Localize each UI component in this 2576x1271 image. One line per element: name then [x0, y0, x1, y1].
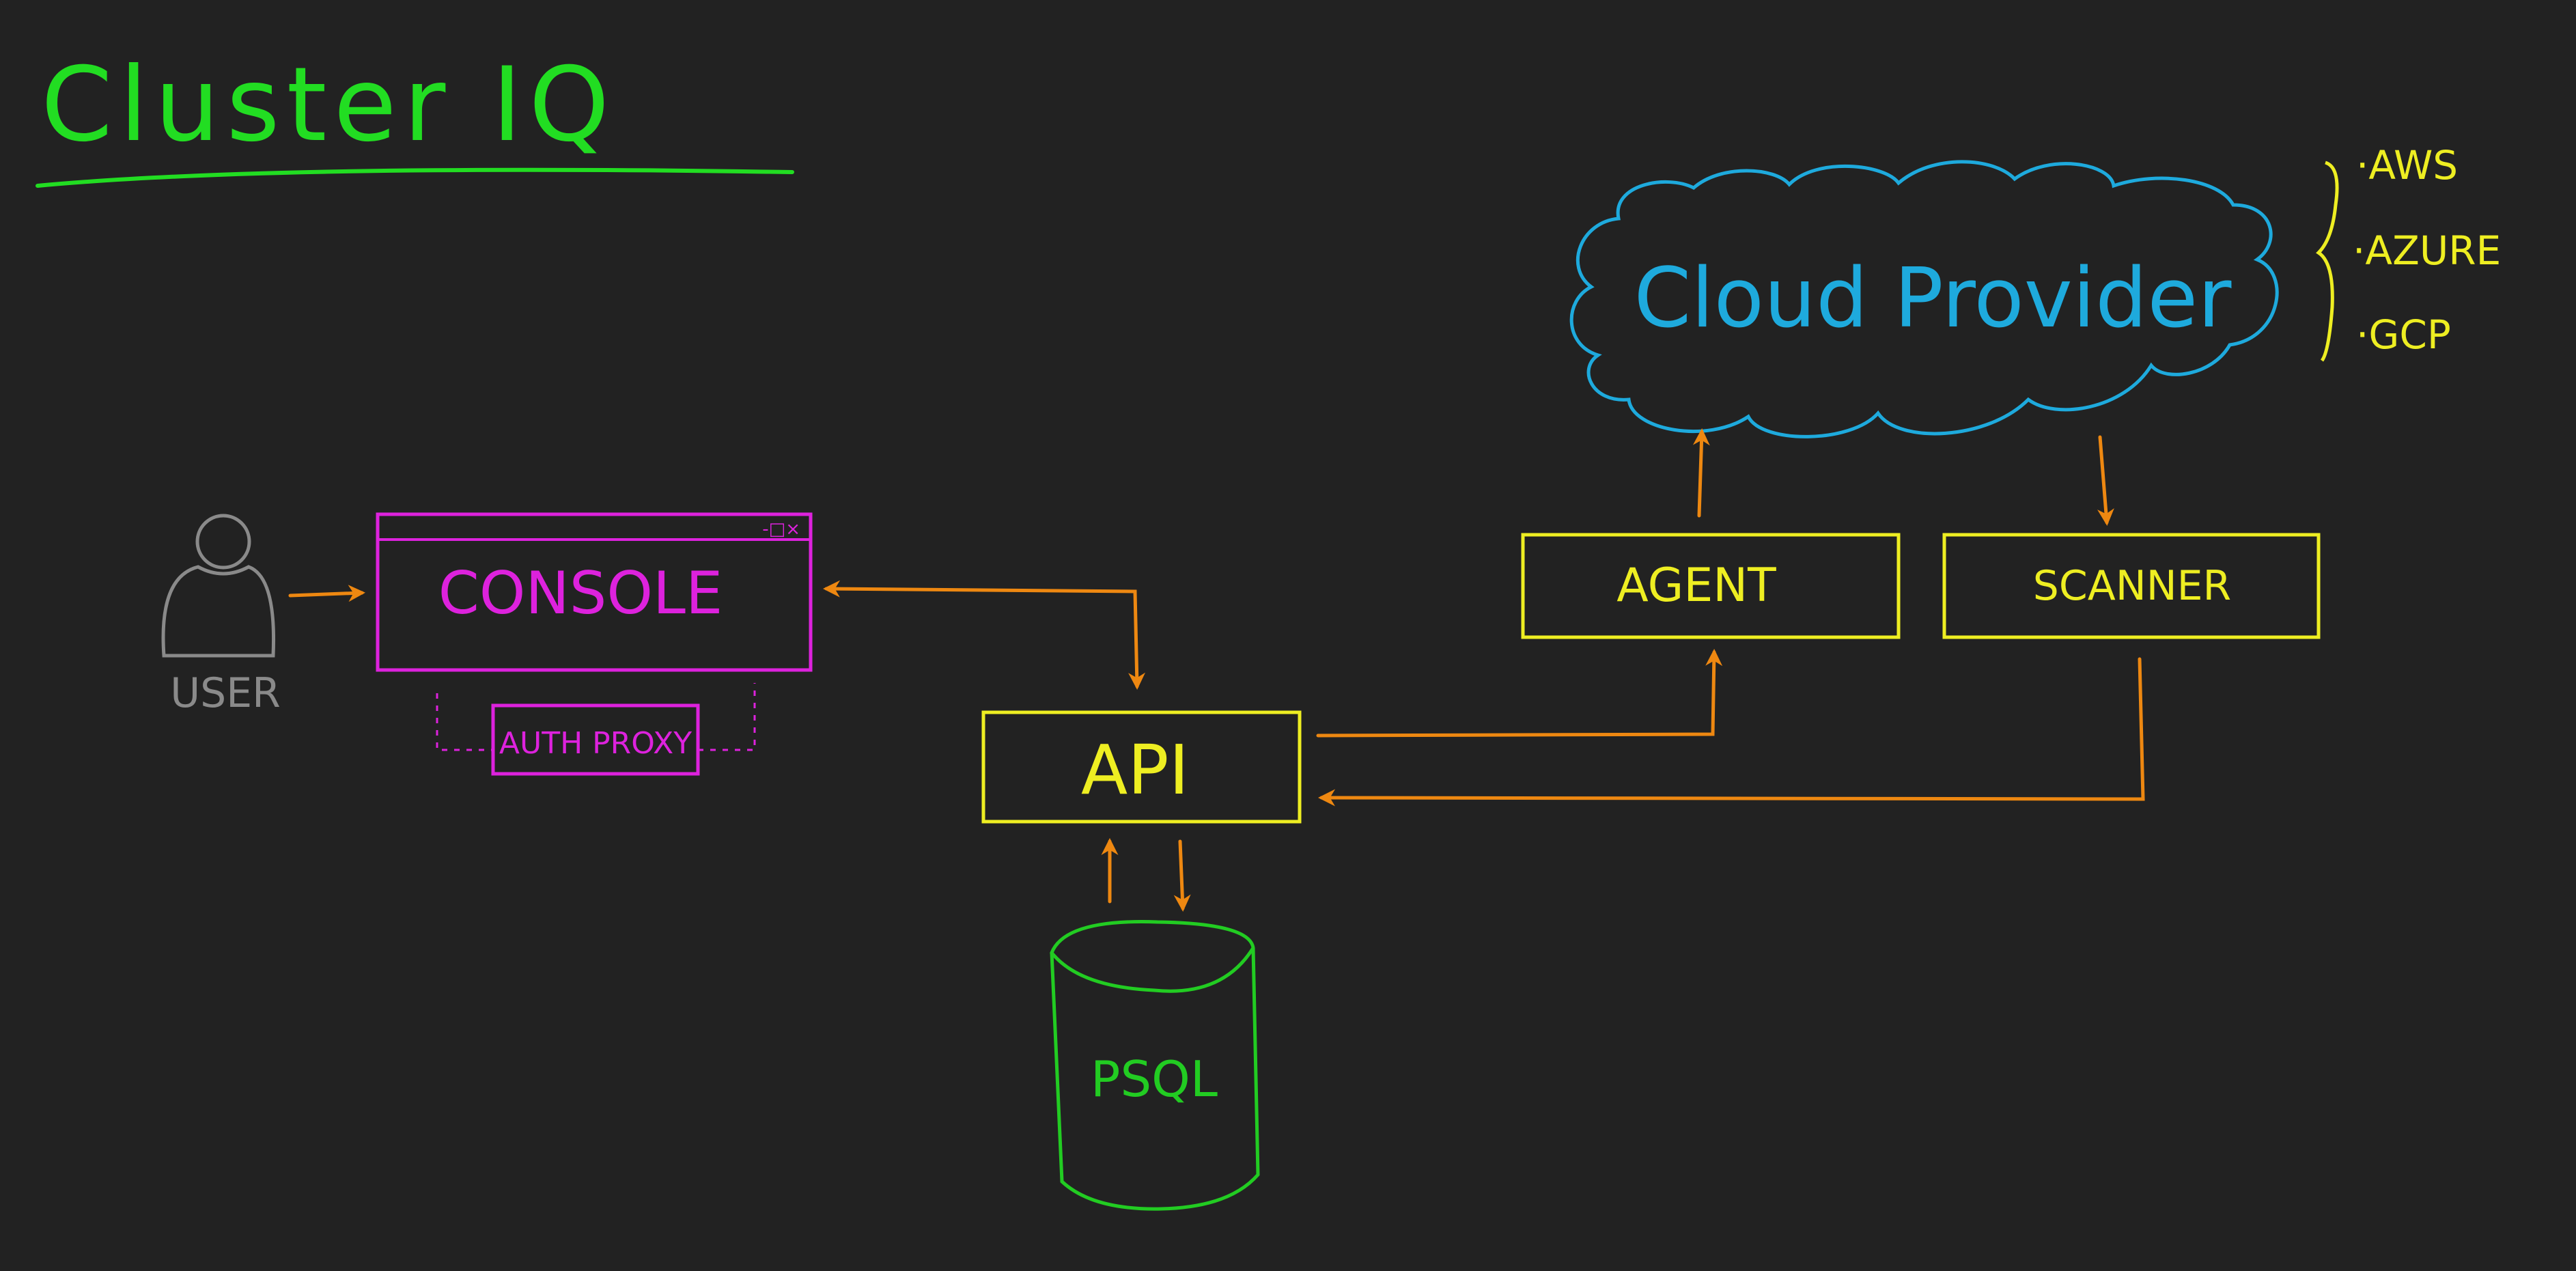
auth-proxy-label: AUTH PROXY — [499, 726, 692, 761]
scanner-label: SCANNER — [2033, 562, 2231, 610]
auth-proxy-box — [491, 703, 700, 776]
agent-node: AGENT — [1521, 533, 1901, 639]
arrow-cloud-to-scanner — [2097, 435, 2114, 526]
arrow-console-api — [823, 580, 1146, 690]
curly-brace-icon — [2316, 160, 2339, 362]
providers-group: ·AWS ·AZURE ·GCP — [2316, 142, 2501, 362]
scanner-node: SCANNER — [1942, 533, 2321, 639]
window-controls-icon: -□× — [762, 519, 800, 540]
provider-gcp: ·GCP — [2356, 311, 2451, 358]
auth-proxy-connector — [436, 683, 756, 751]
cloud-label: Cloud Provider — [1634, 251, 2232, 346]
auth-proxy-node: AUTH PROXY — [436, 683, 756, 776]
api-label: API — [1081, 730, 1189, 810]
person-icon — [161, 514, 275, 658]
api-node: API — [981, 710, 1302, 824]
user-node: USER — [161, 514, 281, 717]
arrow-api-to-psql — [1173, 839, 1191, 912]
arrow-api-to-agent — [1316, 649, 1723, 738]
psql-label: PSQL — [1091, 1050, 1218, 1108]
user-label: USER — [170, 669, 281, 717]
provider-azure: ·AZURE — [2353, 227, 2501, 274]
agent-label: AGENT — [1616, 559, 1776, 613]
console-node: -□× CONSOLE — [376, 512, 813, 672]
provider-aws: ·AWS — [2356, 142, 2458, 188]
title-group: Cluster IQ — [36, 46, 794, 188]
page-title: Cluster IQ — [41, 46, 616, 165]
cloud-icon — [1569, 160, 2279, 438]
console-window — [376, 512, 813, 672]
api-box — [981, 710, 1302, 824]
scanner-box — [1942, 533, 2321, 639]
arrow-agent-to-cloud — [1692, 428, 1710, 518]
cloud-node: Cloud Provider — [1569, 160, 2279, 438]
arrows — [288, 428, 2145, 912]
agent-box — [1521, 533, 1901, 639]
arrow-scanner-to-api — [1318, 657, 2145, 807]
title-underline — [36, 167, 794, 188]
arrow-user-to-console — [288, 585, 365, 602]
psql-node: PSQL — [1050, 920, 1260, 1211]
cylinder-icon — [1050, 920, 1260, 1211]
console-label: CONSOLE — [438, 559, 723, 628]
